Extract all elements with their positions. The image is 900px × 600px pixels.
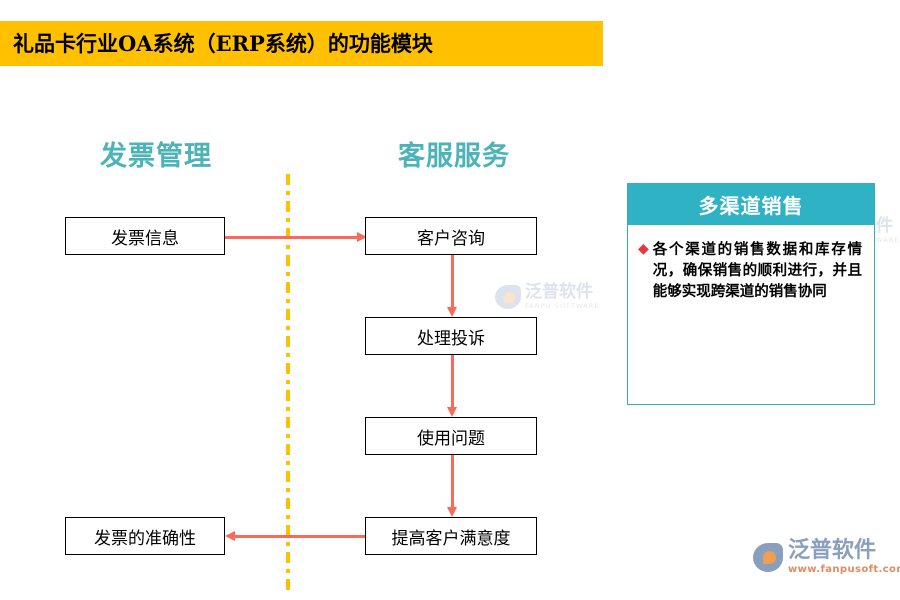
arrow-usage-issue-to-improve-satisfaction (447, 455, 457, 517)
fanpu-logo-icon (753, 543, 783, 572)
column-heading-customer-service: 客服服务 (398, 141, 510, 172)
info-panel-header: 多渠道销售 (628, 184, 874, 225)
column-divider-dashdot (286, 174, 290, 596)
arrow-invoice-info-to-customer-consult (225, 232, 367, 242)
watermark-subtitle: FANPU SOFTWARE (525, 302, 600, 310)
info-panel-body-text: 各个渠道的销售数据和库存情况，确保销售的顺利进行，并且能够实现跨渠道的销售协同 (652, 241, 862, 301)
brand-logo-fanpu: 泛普软件 www.fanpusoft.com (753, 540, 900, 575)
fanpu-logo-icon (495, 284, 521, 309)
info-panel-title: 多渠道销售 (698, 194, 804, 218)
flow-box-invoice-accuracy[interactable]: 发票的准确性 (65, 517, 225, 555)
watermark-fanpu-center: 泛普软件 FANPU SOFTWARE (495, 284, 600, 310)
info-panel-body: ◆ 各个渠道的销售数据和库存情况，确保销售的顺利进行，并且能够实现跨渠道的销售协… (628, 225, 874, 302)
column-heading-invoice-management: 发票管理 (100, 141, 212, 172)
flow-box-improve-satisfaction[interactable]: 提高客户满意度 (365, 517, 537, 555)
slide-title-bar: 礼品卡行业OA系统（ERP系统）的功能模块 (0, 21, 603, 66)
brand-name: 泛普软件 (788, 538, 877, 563)
brand-url: www.fanpusoft.com (788, 564, 900, 575)
flow-box-invoice-info[interactable]: 发票信息 (65, 217, 225, 255)
info-panel-multichannel-sales: 多渠道销售 ◆ 各个渠道的销售数据和库存情况，确保销售的顺利进行，并且能够实现跨… (627, 183, 875, 405)
flow-box-customer-consult[interactable]: 客户咨询 (365, 217, 537, 255)
diamond-bullet-icon: ◆ (638, 241, 649, 257)
arrow-improve-satisfaction-to-invoice-accuracy (225, 531, 367, 541)
arrow-customer-consult-to-handle-complaint (447, 255, 457, 317)
flow-box-usage-issue[interactable]: 使用问题 (365, 417, 537, 455)
watermark-name: 泛普软件 (525, 282, 593, 302)
arrow-handle-complaint-to-usage-issue (447, 355, 457, 417)
flow-box-handle-complaint[interactable]: 处理投诉 (365, 317, 537, 355)
page-title: 礼品卡行业OA系统（ERP系统）的功能模块 (13, 31, 433, 56)
